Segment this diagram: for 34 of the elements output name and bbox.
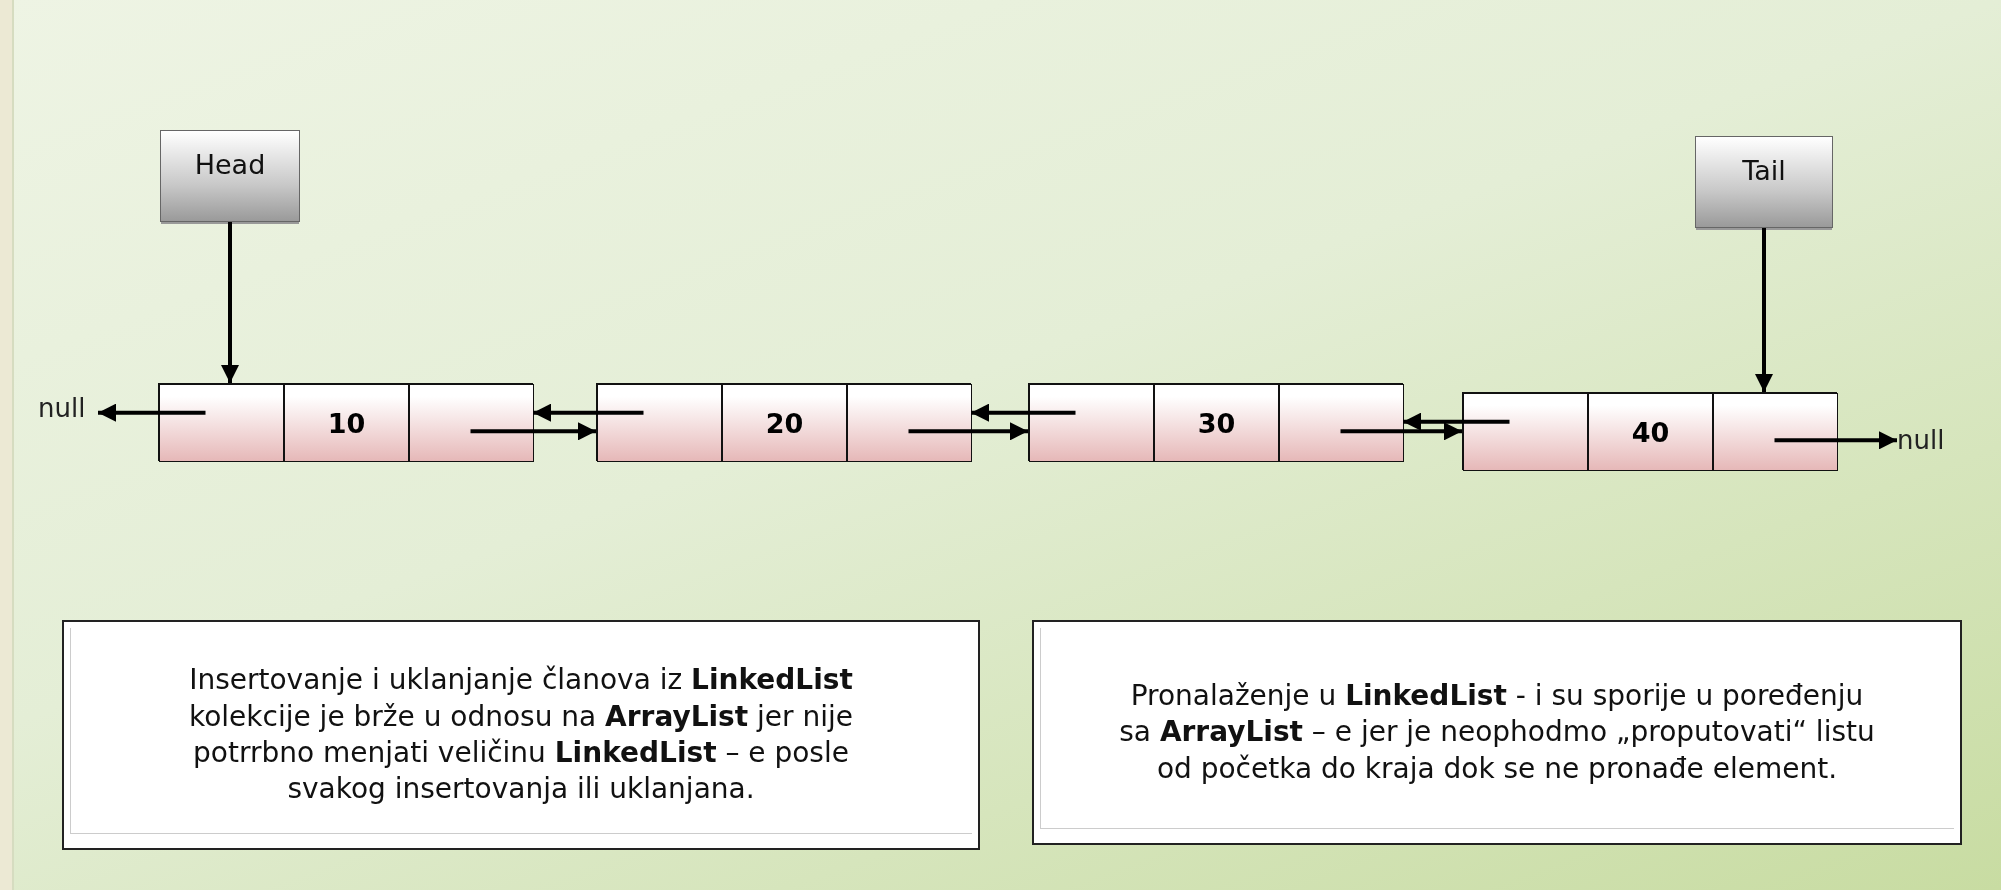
arrow — [533, 403, 644, 422]
value-cell: 40 — [1588, 393, 1713, 471]
pointer-label-box: Head — [160, 130, 300, 222]
arrow — [221, 222, 239, 383]
pointer-label-box: Tail — [1695, 136, 1833, 228]
pointer-cell — [409, 384, 534, 462]
value-cell: 20 — [722, 384, 847, 462]
pointer-cell — [847, 384, 972, 462]
arrow — [1403, 412, 1510, 431]
note-text: Insertovanje i uklanjanje članova iz LinkedList kolekcije je brže u odnosu na ArrayList jer nije potrrbno menjati veličinu LinkedList – e posle svakog insertovanja ili uklanjana. — [187, 662, 855, 808]
pointer-cell — [1713, 393, 1838, 471]
arrow — [1755, 228, 1773, 392]
note-box — [1032, 620, 1962, 845]
value-cell: 30 — [1154, 384, 1279, 462]
pointer-cell — [159, 384, 284, 462]
arrow — [1774, 431, 1897, 450]
note-text: Pronalaženje u LinkedList - i su sporije u poređenju sa ArrayList – e jer je neophodmo „proputovati“ listu od početka do kraja dok se ne pronađe element. — [1118, 677, 1876, 787]
arrow — [971, 403, 1076, 422]
arrow — [98, 403, 206, 422]
arrow — [908, 422, 1028, 441]
pointer-cell — [1029, 384, 1154, 462]
list-node-box — [158, 383, 533, 461]
pointer-cell — [1279, 384, 1404, 462]
list-node-box — [596, 383, 971, 461]
value-cell: 10 — [284, 384, 409, 462]
list-node-box — [1028, 383, 1403, 461]
pointer-cell — [597, 384, 722, 462]
arrow — [1340, 422, 1462, 441]
note-box — [62, 620, 980, 850]
arrow — [470, 422, 596, 441]
null-label: null — [1897, 420, 1961, 460]
null-label: null — [38, 388, 98, 428]
pointer-cell — [1463, 393, 1588, 471]
list-node-box — [1462, 392, 1837, 470]
